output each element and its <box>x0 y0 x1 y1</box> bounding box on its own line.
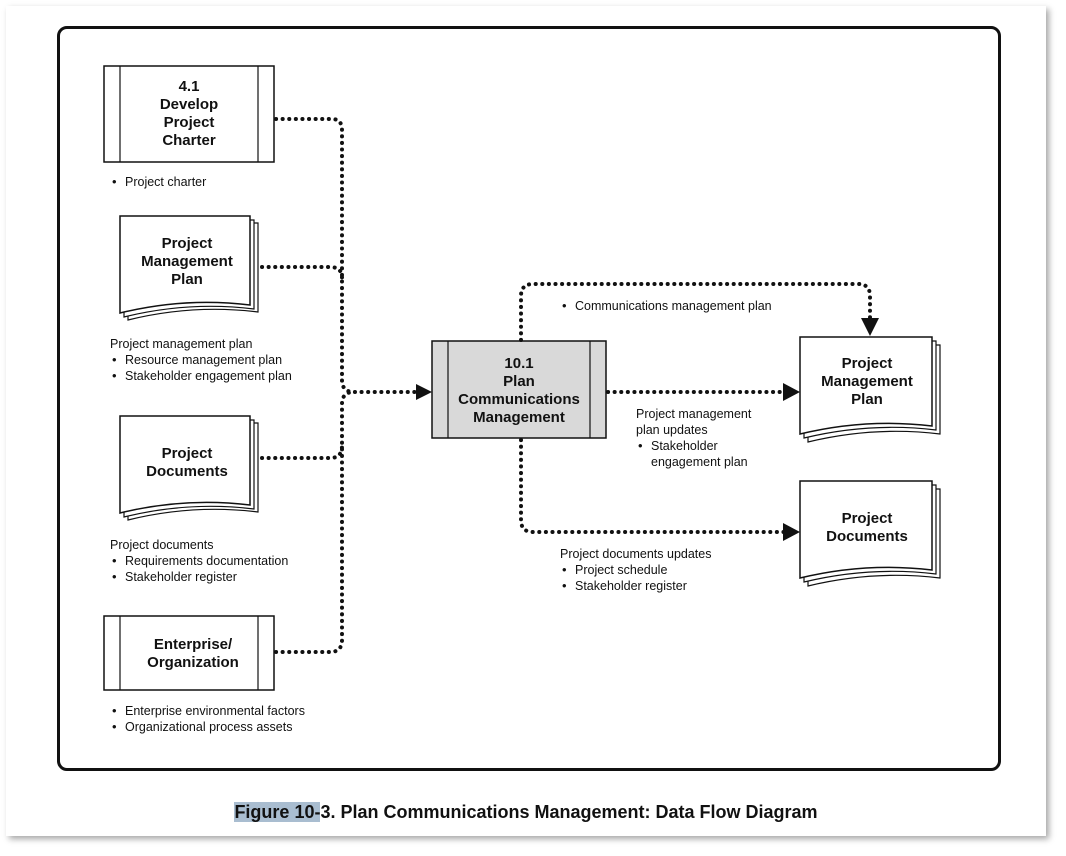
note-pmp: Project management plan Resource managem… <box>110 336 292 384</box>
document-name-line: Plan <box>851 391 883 408</box>
flow-charter-to-process <box>274 117 422 394</box>
arrow-down-to-pmp-output <box>861 318 879 336</box>
note-heading: plan updates <box>636 423 708 437</box>
diagram-frame <box>57 26 1001 771</box>
note-item: Stakeholder register <box>560 578 711 594</box>
caption-text: 3. Plan Communications Management: Data … <box>320 802 818 822</box>
document-name-line: Management <box>141 253 233 270</box>
document-name-line: Project <box>841 355 893 372</box>
arrow-into-docs-output <box>783 523 800 541</box>
note-item: Enterprise environmental factors <box>110 703 305 719</box>
process-id: 10.1 <box>504 355 534 372</box>
document-stack-pmp-output <box>799 336 941 443</box>
note-eef: Enterprise environmental factors Organiz… <box>110 703 305 735</box>
note-item: Project schedule <box>560 562 711 578</box>
process-name-line: Organization <box>147 654 239 671</box>
document-name-line: Management <box>821 373 913 390</box>
note-comm-plan: Communications management plan <box>560 298 772 314</box>
document-name-line: Project <box>841 510 893 527</box>
caption-highlight: Figure 10- <box>234 802 321 822</box>
document-name-line: Project <box>161 235 213 252</box>
document-name-line: Documents <box>826 528 908 545</box>
process-box-enterprise <box>103 615 275 691</box>
label-develop-charter: 4.1 Develop Project Charter <box>120 78 258 150</box>
note-item: Stakeholder engagement plan <box>110 368 292 384</box>
document-stack-docs-output <box>799 480 941 587</box>
note-charter: Project charter <box>110 174 206 190</box>
note-heading: Project management plan <box>110 337 253 351</box>
flow-process-to-docs-output <box>519 438 788 534</box>
note-item: Project charter <box>110 174 206 190</box>
label-docs-input: Project Documents <box>120 445 254 481</box>
note-pmp-updates: Project management plan updates Stakehol… <box>636 406 751 470</box>
document-name-line: Documents <box>146 463 228 480</box>
process-name-line: Management <box>473 409 565 426</box>
flow-enterprise-to-process <box>274 390 356 654</box>
process-box-plan-comms <box>431 340 607 439</box>
note-item: Stakeholder <box>636 438 751 454</box>
flow-pmp-to-process <box>260 265 344 280</box>
document-name-line: Project <box>161 445 213 462</box>
arrow-into-process <box>416 384 432 400</box>
note-item: Organizational process assets <box>110 719 305 735</box>
note-item: Communications management plan <box>560 298 772 314</box>
process-box-develop-charter <box>103 65 275 163</box>
process-id: 4.1 <box>178 78 200 95</box>
label-pmp-output: Project Management Plan <box>800 355 934 409</box>
note-item-continuation: engagement plan <box>651 455 748 469</box>
process-name-line: Charter <box>162 132 216 149</box>
process-name-line: Project <box>163 114 215 131</box>
process-name-line: Communications <box>458 391 580 408</box>
note-item: Requirements documentation <box>110 553 288 569</box>
process-name-line: Develop <box>159 96 219 113</box>
note-item: Stakeholder register <box>110 569 288 585</box>
label-enterprise: Enterprise/ Organization <box>120 636 266 672</box>
note-heading: Project documents updates <box>560 547 712 561</box>
document-stack-docs-input <box>119 415 259 521</box>
note-item: Resource management plan <box>110 352 292 368</box>
note-doc-updates: Project documents updates Project schedu… <box>560 546 711 594</box>
label-pmp-input: Project Management Plan <box>120 235 254 289</box>
figure-caption: Figure 10-3. Plan Communications Managem… <box>0 802 1052 823</box>
arrow-into-pmp-output <box>783 383 800 401</box>
process-name-line: Enterprise/ <box>153 636 233 653</box>
document-name-line: Plan <box>171 271 203 288</box>
flow-docs-to-process <box>260 444 344 460</box>
note-heading: Project documents <box>110 538 214 552</box>
label-docs-output: Project Documents <box>800 510 934 546</box>
label-plan-comms: 10.1 Plan Communications Management <box>448 355 590 427</box>
document-stack-pmp-input <box>119 215 259 321</box>
flow-process-to-comm-plan <box>519 282 872 342</box>
process-name-line: Plan <box>503 373 535 390</box>
note-heading: Project management <box>636 407 752 421</box>
note-docs: Project documents Requirements documenta… <box>110 537 288 585</box>
